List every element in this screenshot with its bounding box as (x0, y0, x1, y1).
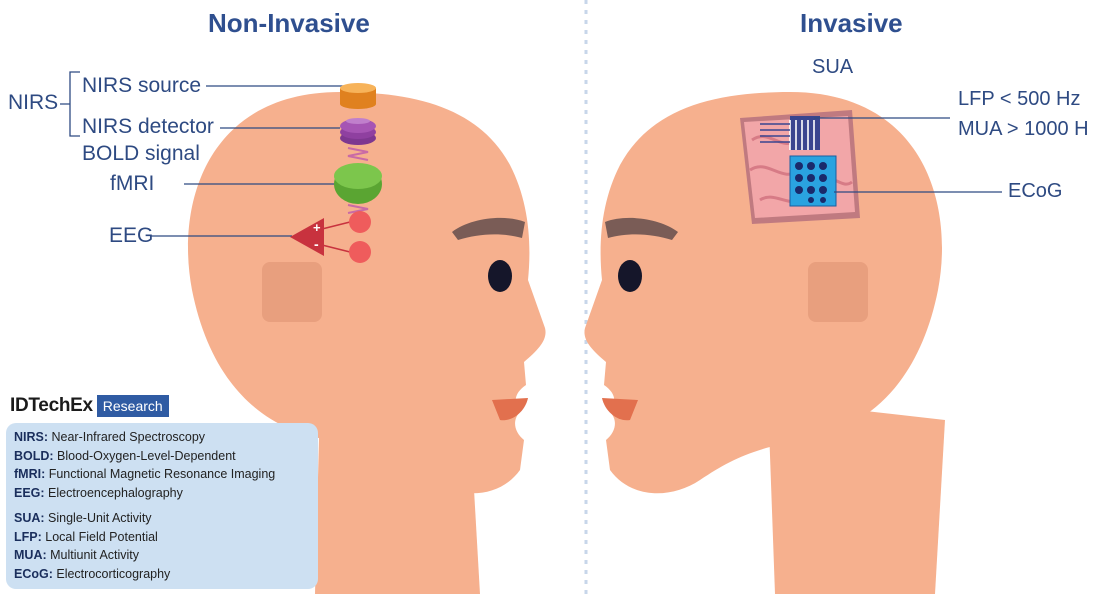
eeg-electrode-top (349, 211, 371, 233)
legend-row: MUA: Multiunit Activity (14, 546, 318, 565)
legend-abbr: LFP: (14, 530, 42, 544)
label-bold-signal: BOLD signal (82, 142, 200, 166)
legend-row: EEG: Electroencephalography (14, 484, 318, 503)
label-ecog: ECoG (1008, 180, 1062, 203)
legend-abbr: NIRS: (14, 430, 48, 444)
legend-desc: Local Field Potential (42, 530, 158, 544)
legend-desc: Near-Infrared Spectroscopy (48, 430, 205, 444)
legend-abbr: SUA: (14, 511, 45, 525)
legend-row: LFP: Local Field Potential (14, 528, 318, 547)
legend-group-invasive: SUA: Single-Unit Activity LFP: Local Fie… (14, 509, 318, 583)
exposed-brain (740, 110, 860, 224)
legend-abbr: fMRI: (14, 467, 45, 481)
label-nirs-detector: NIRS detector (82, 115, 214, 139)
legend-desc: Multiunit Activity (47, 548, 139, 562)
ecog-grid (790, 156, 836, 206)
nirs-detector-sensor (340, 118, 376, 145)
eeg-minus-sign: - (314, 236, 319, 252)
nirs-source-sensor (340, 83, 376, 109)
legend-row: ECoG: Electrocorticography (14, 565, 318, 584)
legend-abbr: EEG: (14, 486, 45, 500)
legend-row: NIRS: Near-Infrared Spectroscopy (14, 428, 318, 447)
abbreviation-legend: NIRS: Near-Infrared Spectroscopy BOLD: B… (6, 423, 318, 589)
right-eye (618, 260, 642, 292)
legend-group-non-invasive: NIRS: Near-Infrared Spectroscopy BOLD: B… (14, 428, 318, 502)
eeg-plus-sign: + (313, 220, 321, 235)
left-eye (488, 260, 512, 292)
heading-non-invasive: Non-Invasive (208, 8, 370, 39)
legend-row: fMRI: Functional Magnetic Resonance Imag… (14, 465, 318, 484)
legend-abbr: MUA: (14, 548, 47, 562)
legend-row: SUA: Single-Unit Activity (14, 509, 318, 528)
legend-desc: Single-Unit Activity (45, 511, 152, 525)
heading-invasive: Invasive (800, 8, 903, 39)
fmri-sensor (334, 163, 382, 204)
legend-desc: Blood-Oxygen-Level-Dependent (54, 449, 236, 463)
legend-desc: Functional Magnetic Resonance Imaging (45, 467, 275, 481)
nirs-bracket (60, 72, 80, 136)
brand-name: IDTechEx (10, 395, 93, 417)
label-mua: MUA > 1000 H (958, 118, 1089, 141)
legend-desc: Electroencephalography (45, 486, 183, 500)
label-lfp: LFP < 500 Hz (958, 88, 1080, 111)
label-fmri: fMRI (110, 172, 154, 196)
legend-desc: Electrocorticography (53, 567, 170, 581)
label-nirs: NIRS (8, 91, 58, 115)
label-nirs-source: NIRS source (82, 74, 201, 98)
brand-tag: Research (97, 395, 169, 417)
legend-abbr: BOLD: (14, 449, 54, 463)
label-eeg: EEG (109, 224, 153, 248)
right-ear (808, 262, 868, 322)
legend-row: BOLD: Blood-Oxygen-Level-Dependent (14, 447, 318, 466)
idtechex-logo: IDTechEx Research (10, 394, 169, 418)
eeg-electrode-bottom (349, 241, 371, 263)
legend-abbr: ECoG: (14, 567, 53, 581)
label-sua: SUA (812, 56, 853, 79)
left-ear (262, 262, 322, 322)
